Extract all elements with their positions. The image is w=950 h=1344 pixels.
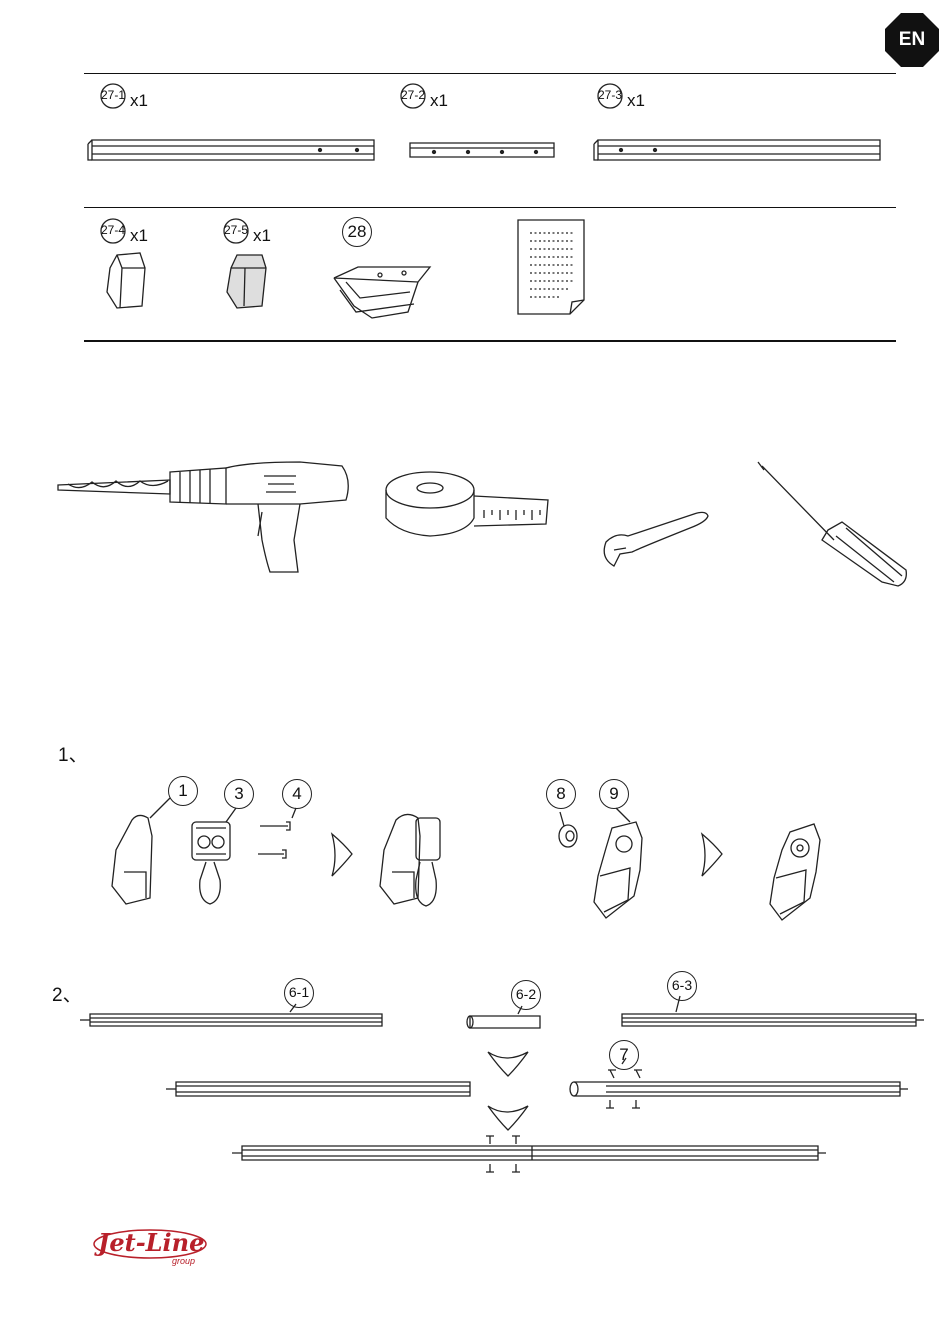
tube-right-assembly-icon bbox=[570, 1058, 908, 1108]
instruction-sheet-icon bbox=[518, 220, 584, 314]
rail-part-27-2-icon bbox=[410, 143, 554, 157]
jet-line-logo: Jet-Line group bbox=[94, 1226, 206, 1272]
step1-hook-body-icon bbox=[112, 798, 170, 904]
rail-part-27-1-icon bbox=[88, 140, 374, 160]
tube-final-assembly-icon bbox=[232, 1136, 826, 1172]
tube-6-1-icon bbox=[80, 1004, 382, 1026]
step1-assembled-hook-icon bbox=[380, 814, 440, 906]
step2-arrow-a-icon bbox=[488, 1052, 528, 1076]
step1-arrow-a-icon bbox=[332, 834, 352, 876]
wrench-icon bbox=[604, 512, 708, 566]
end-cap-27-5-icon bbox=[227, 255, 266, 308]
screwdriver-icon bbox=[758, 462, 906, 586]
part-code-circles bbox=[101, 84, 622, 243]
step1-arrow-b-icon bbox=[702, 834, 722, 876]
tube-6-2-icon bbox=[467, 1006, 540, 1028]
tube-6-3-icon bbox=[622, 996, 924, 1026]
step1-bolts-icon bbox=[258, 808, 296, 858]
tube-left-assembly-icon bbox=[166, 1082, 470, 1096]
tape-measure-icon bbox=[386, 472, 548, 536]
drill-icon bbox=[58, 462, 348, 572]
step1-nut-icon bbox=[559, 812, 577, 847]
step2-arrow-b-icon bbox=[488, 1106, 528, 1130]
logo-brand-text: Jet-Line bbox=[98, 1228, 204, 1257]
end-cap-27-4-icon bbox=[107, 253, 145, 308]
step1-trolley-wheel-icon bbox=[192, 808, 236, 904]
step1-end-plate-icon bbox=[594, 808, 642, 918]
step1-assembled-plate-icon bbox=[770, 824, 820, 920]
logo-sub-text: group bbox=[172, 1256, 195, 1266]
bracket-28-icon bbox=[334, 267, 430, 318]
rail-part-27-3-icon bbox=[594, 140, 880, 160]
